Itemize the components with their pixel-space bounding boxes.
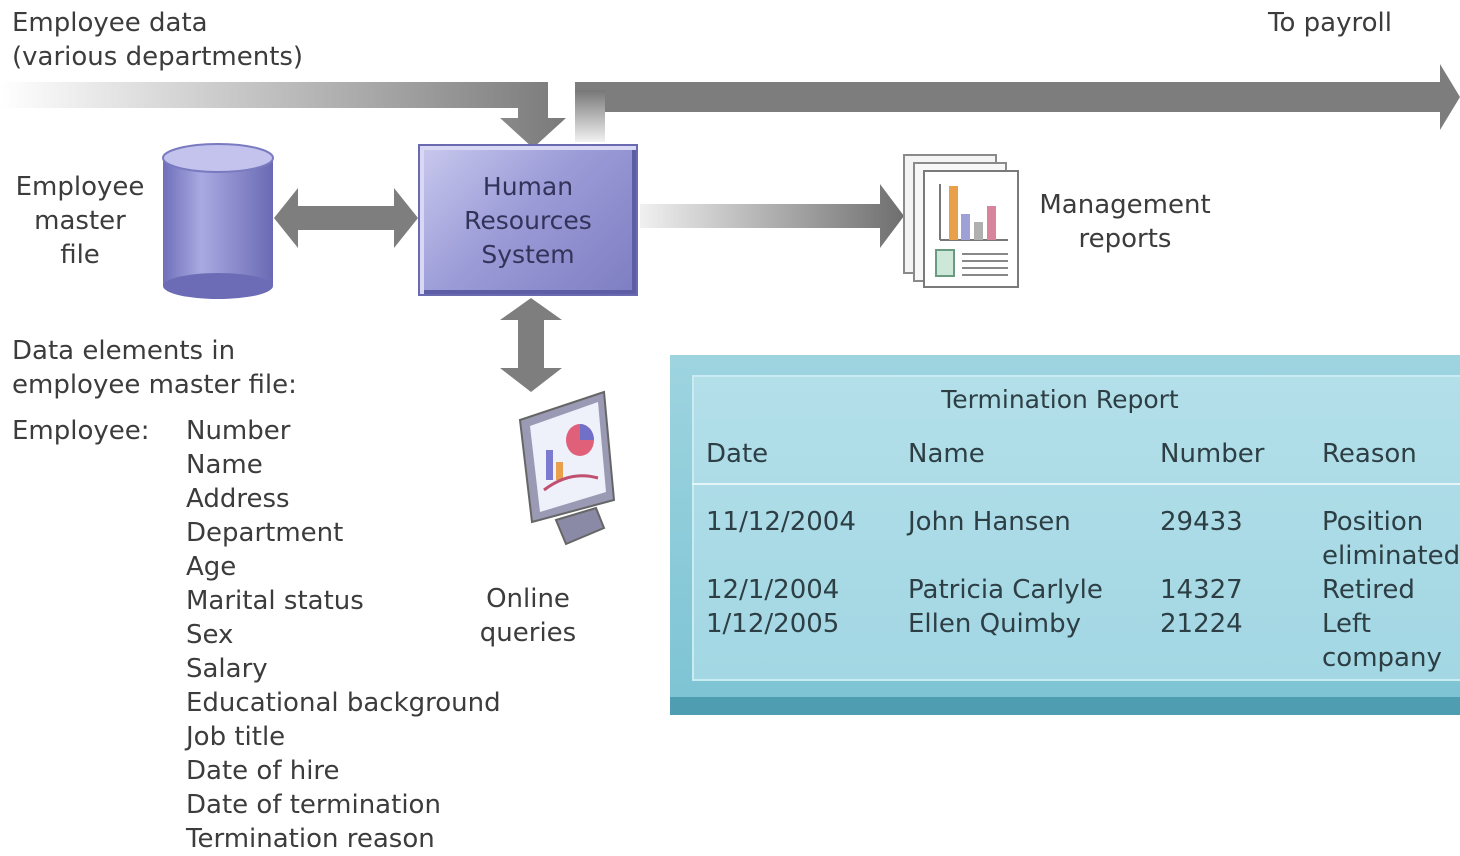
termination-report-panel: Termination Report Date Name Number Reas… <box>670 355 1460 715</box>
online-queries-monitor-icon <box>518 390 616 546</box>
row-2-date: 12/1/2004 <box>706 575 840 605</box>
data-elements-heading: Data elements in employee master file: <box>12 336 297 400</box>
master-file-cylinder-icon <box>162 143 274 299</box>
data-elements-list: Number Name Address Department Age Marit… <box>186 414 501 856</box>
column-header-name: Name <box>908 439 985 469</box>
list-item: Salary <box>186 654 268 684</box>
header-divider <box>692 483 1460 485</box>
to-payroll-arrow <box>575 64 1460 142</box>
to-payroll-label: To payroll <box>1268 8 1392 38</box>
file-hr-double-arrow <box>274 188 418 248</box>
list-item: Sex <box>186 620 234 650</box>
hr-queries-double-arrow <box>500 298 562 392</box>
management-reports-icon <box>903 154 1019 288</box>
employee-master-file-label: Employee master file <box>15 172 145 270</box>
employee-data-arrow <box>0 82 566 148</box>
row-2-reason: Retired <box>1322 575 1415 605</box>
termination-report-inner <box>692 375 1460 681</box>
list-item: Address <box>186 484 290 514</box>
row-1-number: 29433 <box>1160 507 1243 537</box>
column-header-reason: Reason <box>1322 439 1417 469</box>
row-3-date: 1/12/2005 <box>706 609 840 639</box>
row-3-name: Ellen Quimby <box>908 609 1081 639</box>
row-3-number: 21224 <box>1160 609 1243 639</box>
employee-data-label: Employee data (various departments) <box>12 8 304 72</box>
list-item: Department <box>186 518 344 548</box>
management-reports-label: Management reports <box>1039 190 1211 254</box>
row-1-date: 11/12/2004 <box>706 507 856 537</box>
column-header-date: Date <box>706 439 769 469</box>
row-1-reason: Position eliminated <box>1322 507 1460 571</box>
list-item: Termination reason <box>186 824 435 854</box>
online-queries-label: Online queries <box>479 584 577 648</box>
list-item: Job title <box>186 722 286 752</box>
employee-prefix-label: Employee: <box>12 416 150 446</box>
row-3-reason: Left company <box>1322 609 1442 673</box>
list-item: Marital status <box>186 586 364 616</box>
report-title: Termination Report <box>941 385 1179 414</box>
row-2-name: Patricia Carlyle <box>908 575 1103 605</box>
column-header-number: Number <box>1160 439 1265 469</box>
list-item: Number <box>186 416 291 446</box>
list-item: Age <box>186 552 237 582</box>
list-item: Educational background <box>186 688 501 718</box>
row-1-name: John Hansen <box>908 507 1071 537</box>
row-2-number: 14327 <box>1160 575 1243 605</box>
list-item: Date of hire <box>186 756 340 786</box>
hr-system-label: Human Resources System <box>464 172 592 269</box>
hr-system-box: Human Resources System <box>418 144 638 296</box>
list-item: Name <box>186 450 263 480</box>
list-item: Date of termination <box>186 790 441 820</box>
management-reports-arrow <box>640 184 904 248</box>
